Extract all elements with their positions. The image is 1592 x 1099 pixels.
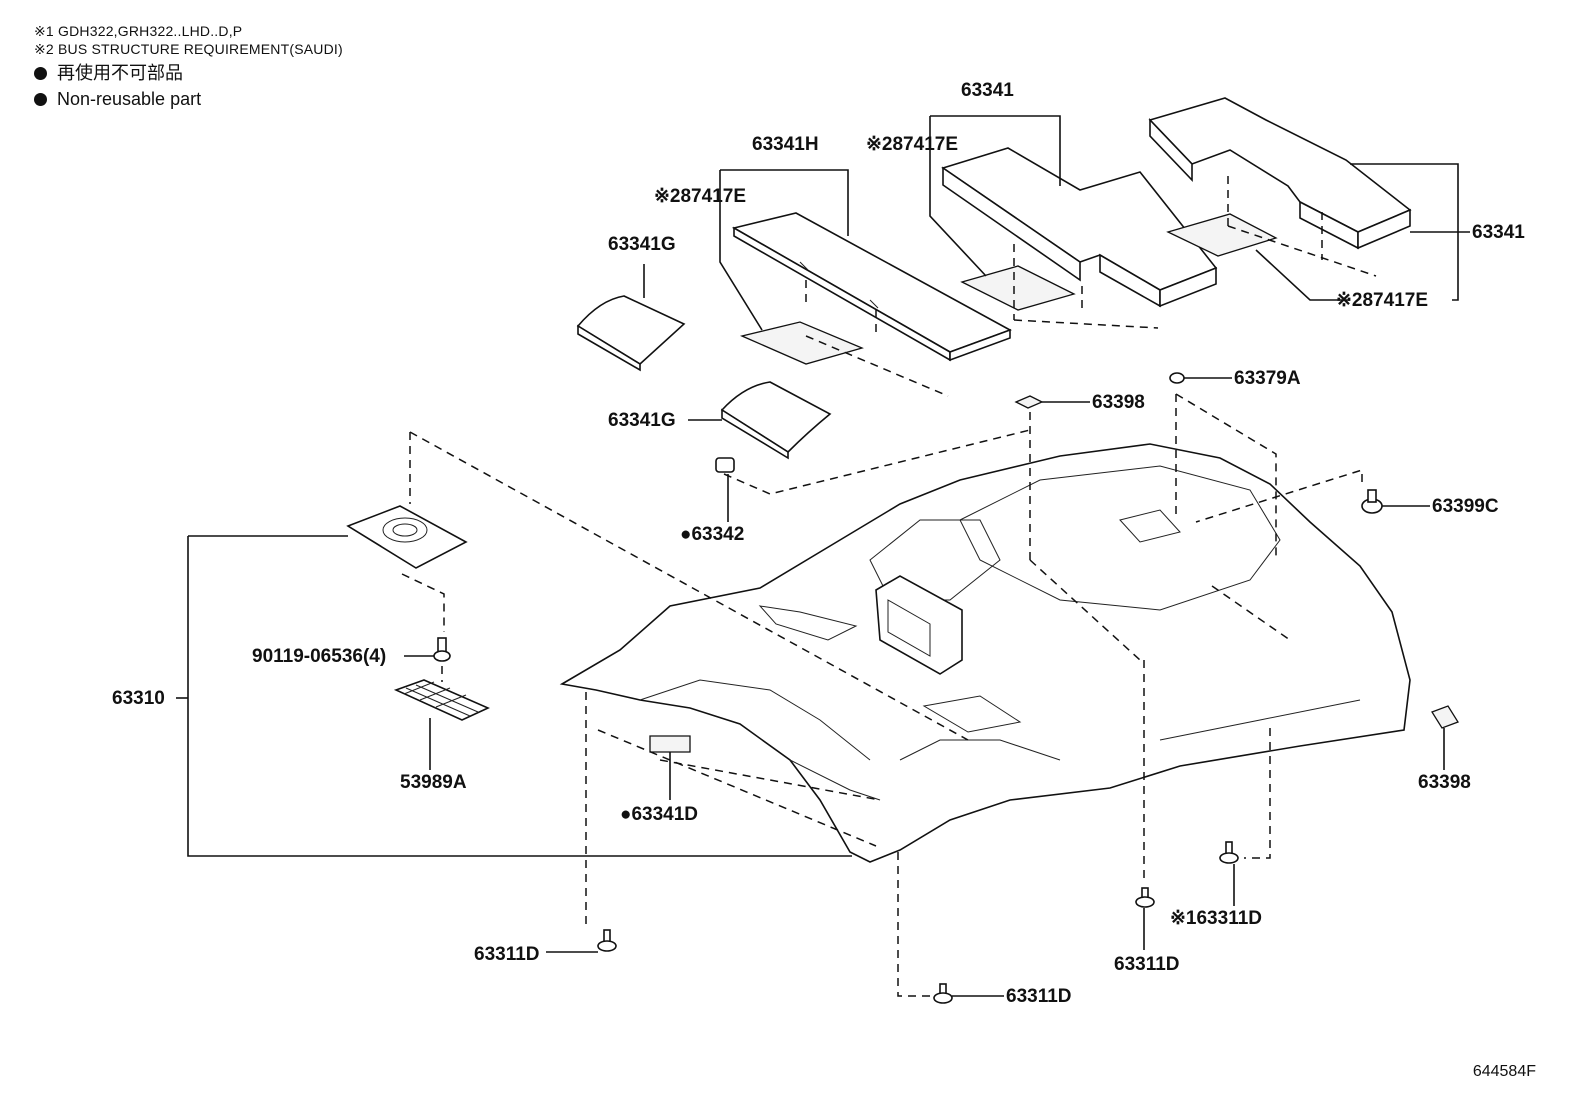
label-63311d-d: ※163311D (1170, 908, 1262, 929)
label-63341d: ●63341D (620, 804, 698, 825)
clip-63399c[interactable] (1361, 489, 1383, 514)
lamp-screw-90119[interactable] (433, 637, 451, 662)
pad-63398-right[interactable] (1431, 705, 1459, 729)
label-63310: 63310 (112, 688, 165, 709)
label-63398-b: 63398 (1418, 772, 1471, 793)
label-63311d-c: 63311D (1114, 954, 1180, 975)
clip-63311d-a[interactable] (597, 929, 617, 952)
label-63311d-b: 63311D (1006, 986, 1072, 1007)
legend-row-ja: 再使用不可部品 (34, 60, 343, 86)
pad-63341g-lower[interactable] (720, 381, 832, 460)
legend-en-text: Non-reusable part (57, 89, 202, 109)
label-63342: ●63342 (680, 524, 744, 545)
sheet-87417e-right[interactable] (1166, 213, 1278, 257)
sheet-87417e-center[interactable] (960, 265, 1076, 311)
pad-63398-top[interactable] (1014, 395, 1044, 409)
sheet-87417e-left[interactable] (739, 321, 864, 365)
pad-63341-center[interactable] (941, 147, 1218, 308)
clip-63311d-d[interactable] (1219, 841, 1239, 864)
diagram-reference-code: 644584F (1472, 1063, 1536, 1080)
pad-63341h[interactable] (731, 212, 1012, 362)
legend-row-en: Non-reusable part (34, 86, 343, 112)
grille-53989a[interactable] (393, 679, 490, 721)
label-53989a: 53989A (400, 772, 467, 793)
note-1: ※1 GDH322,GRH322..LHD..D,P (34, 23, 243, 39)
pad-63341d[interactable] (649, 735, 691, 753)
clip-63311d-c[interactable] (1135, 887, 1155, 908)
label-63379a: 63379A (1234, 368, 1301, 389)
leader-lines (176, 115, 1470, 997)
notes-block: ※1 GDH322,GRH322..LHD..D,P ※2 BUS STRUCT… (34, 22, 343, 112)
clip-63311d-b[interactable] (933, 983, 953, 1004)
legend-ja-text: 再使用不可部品 (57, 63, 183, 83)
label-63341h: 63341H (752, 134, 819, 155)
label-63341-top: 63341 (961, 80, 1014, 101)
label-63398-a: 63398 (1092, 392, 1145, 413)
filled-circle-icon (34, 67, 47, 80)
label-63341g-a: 63341G (608, 234, 676, 255)
clip-63379a[interactable] (1169, 372, 1185, 384)
label-87417e-c: ※287417E (1336, 290, 1428, 311)
pad-63341g-upper[interactable] (576, 295, 686, 372)
pad-63341-right[interactable] (1148, 97, 1412, 250)
filled-circle-icon (34, 93, 47, 106)
label-63341-right: 63341 (1472, 222, 1525, 243)
label-63399c: 63399C (1432, 496, 1499, 517)
label-63311d-a: 63311D (474, 944, 540, 965)
note-2: ※2 BUS STRUCTURE REQUIREMENT(SAUDI) (34, 41, 343, 57)
projection-lines (401, 176, 1377, 997)
clip-63342[interactable] (715, 457, 735, 473)
label-63341g-b: 63341G (608, 410, 676, 431)
label-87417e-b: ※287417E (654, 186, 746, 207)
roof-headlining-63310[interactable] (559, 443, 1411, 863)
label-87417e-a: ※287417E (866, 134, 958, 155)
lamp-bracket[interactable] (346, 505, 468, 569)
label-90119: 90119-06536(4) (252, 646, 386, 667)
